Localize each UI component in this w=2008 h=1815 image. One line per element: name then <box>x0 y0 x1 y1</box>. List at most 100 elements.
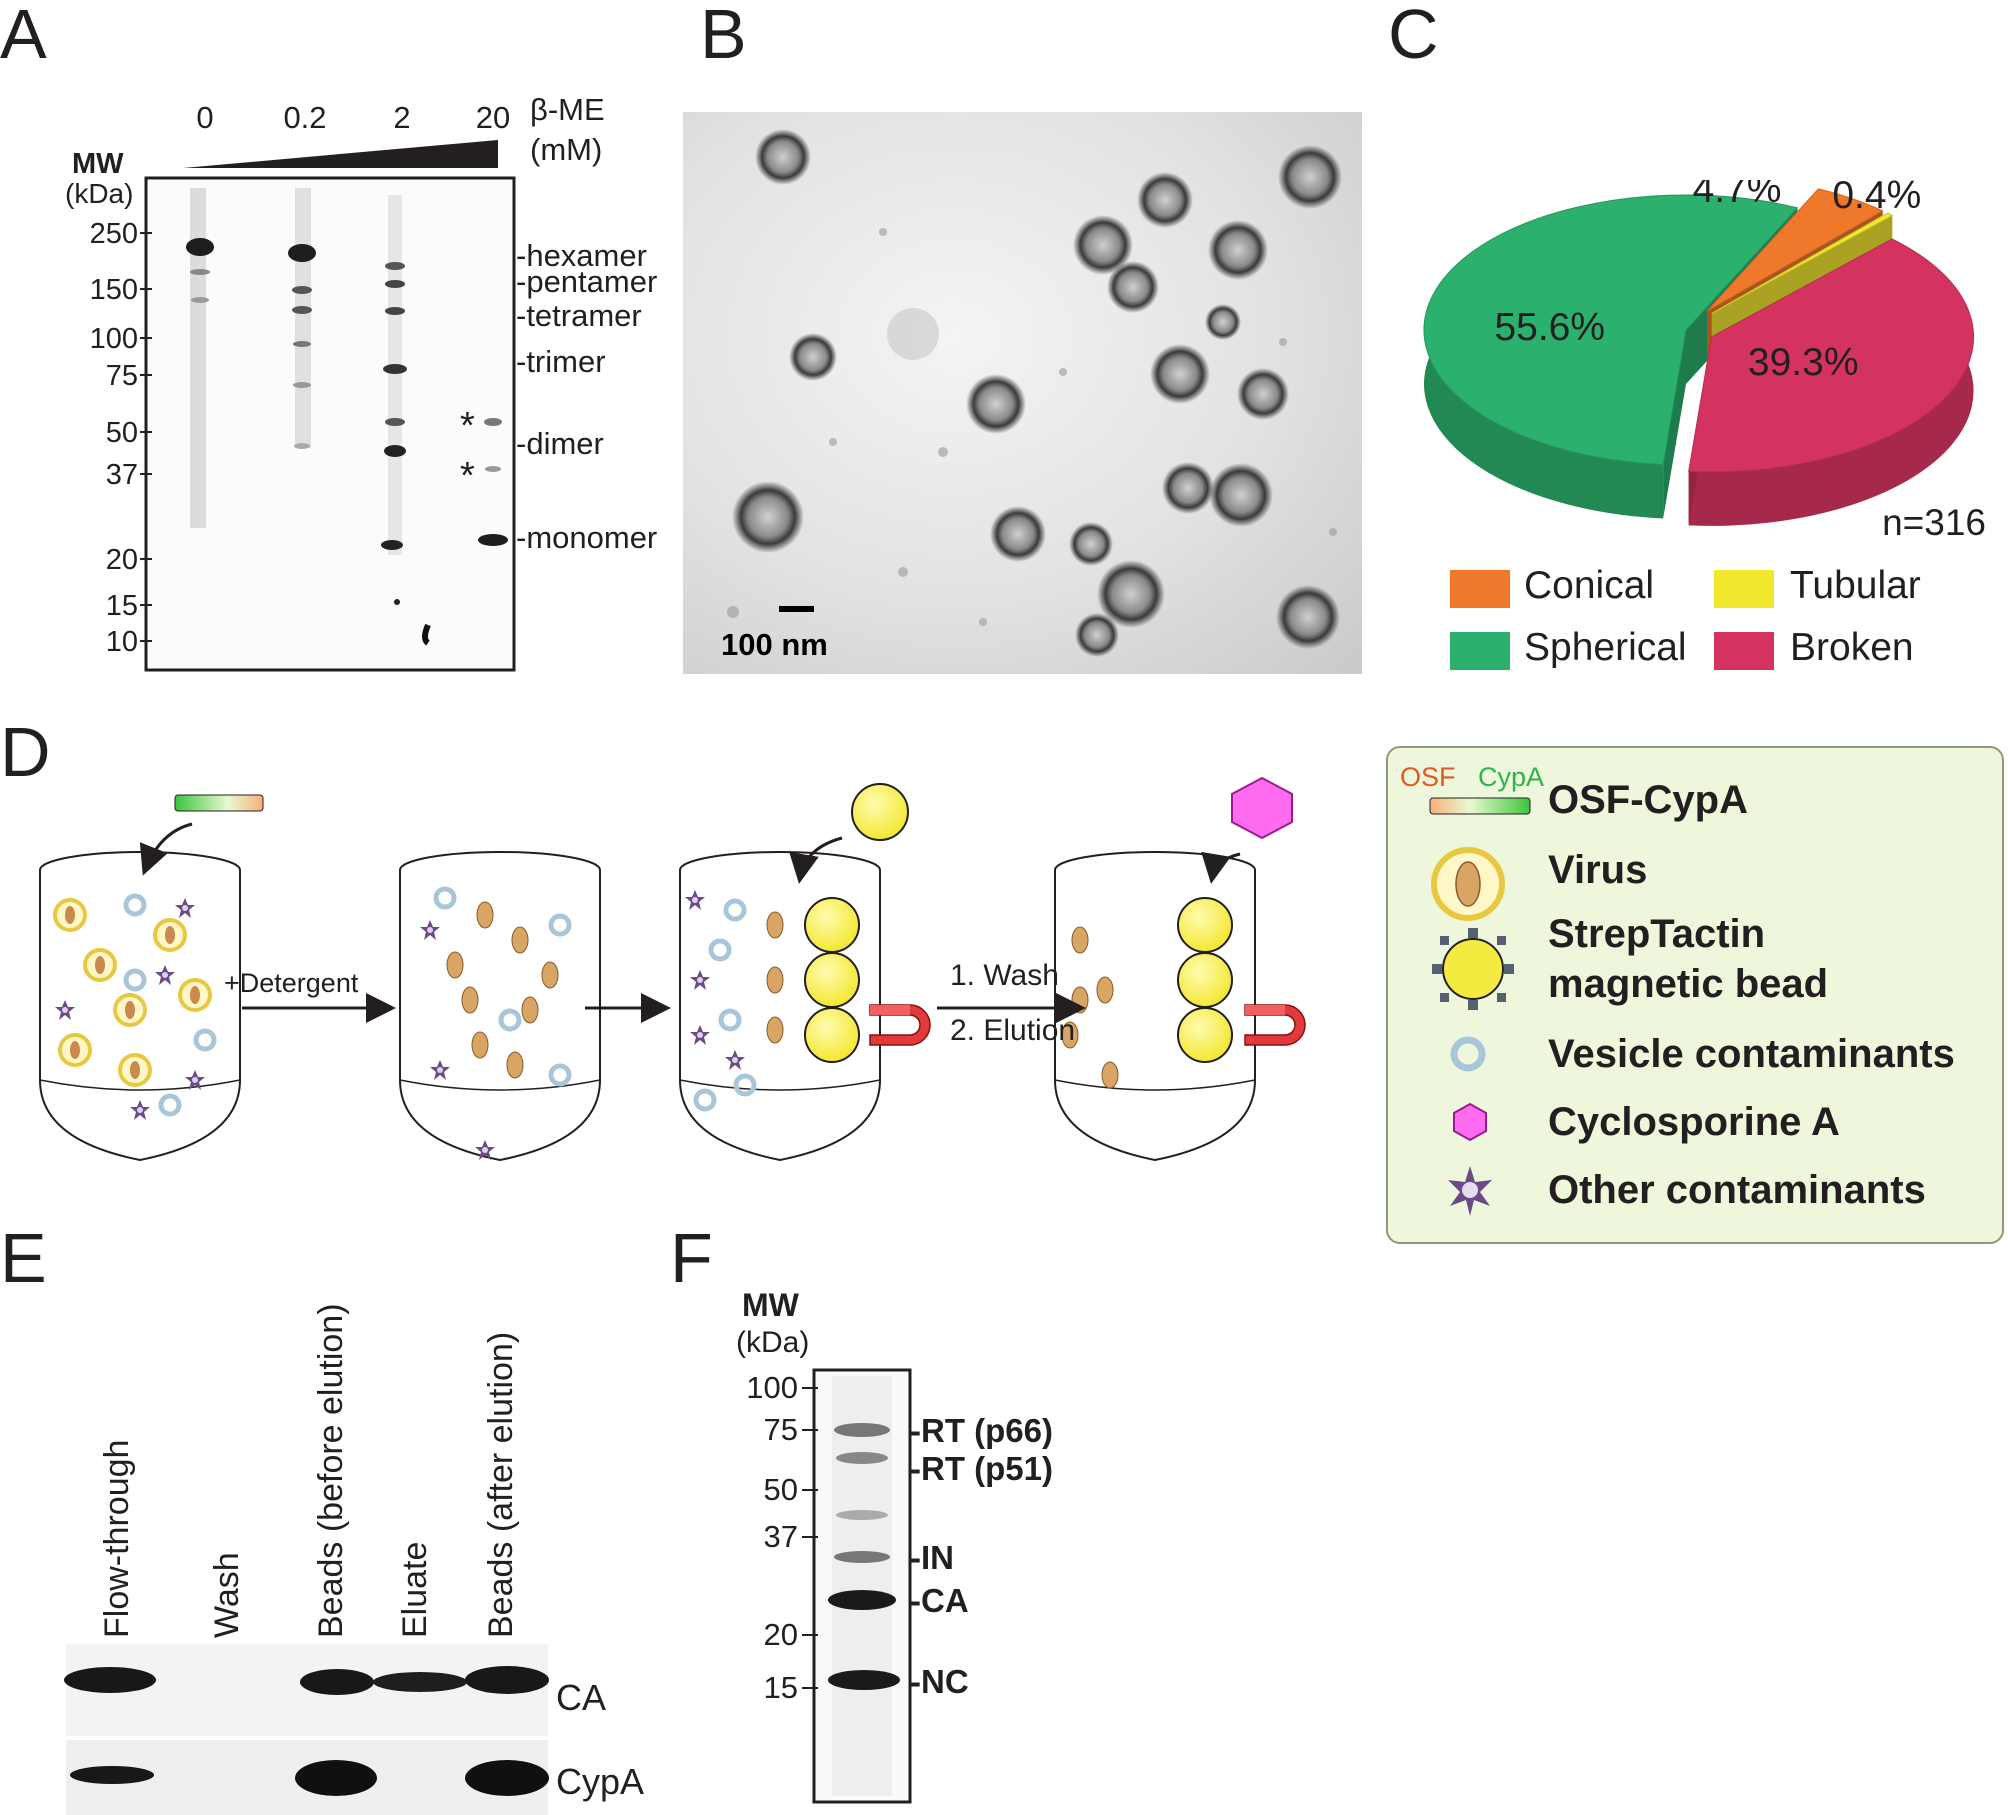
panel-label-d: D <box>0 713 51 791</box>
f-mw-100: 100 <box>746 1370 798 1405</box>
lane-beads-after: Beads (after elution) <box>482 1332 520 1638</box>
panel-a-blot: 0 0.2 2 20 β-ME (mM) MW (kDa) 250 150 10… <box>65 92 657 672</box>
tube-3 <box>679 851 881 1161</box>
schematic-legend: OSF CypA OSF-CypA Virus StrepTactin magn… <box>1386 746 2004 1244</box>
legend-streptactin-1: StrepTactin <box>1548 912 1766 956</box>
legend-swatch-spherical <box>1450 632 1510 670</box>
row-ca: CA <box>556 1677 606 1718</box>
detergent-label: +Detergent <box>224 968 359 998</box>
n-count: n=316 <box>1882 502 1986 543</box>
pie-legend: Conical Tubular Spherical Broken <box>1446 564 2006 686</box>
lane-wash: Wash <box>208 1552 246 1638</box>
f-mw-50: 50 <box>764 1472 798 1507</box>
unit-label: (mM) <box>530 132 602 167</box>
legend-vesicle: Vesicle contaminants <box>1548 1032 1955 1076</box>
mw-label: MW <box>72 148 124 180</box>
legend-label-conical: Conical <box>1524 564 1655 607</box>
f-band-ca: -CA <box>910 1582 969 1619</box>
row-cypa: CypA <box>556 1761 644 1802</box>
conc-2: 2 <box>393 100 410 135</box>
mw-37: 37 <box>106 459 138 491</box>
blot-strip-ca <box>66 1644 548 1736</box>
conc-0: 0 <box>196 100 213 135</box>
legend-tag-icon <box>1429 797 1531 815</box>
lane-eluate: Eluate <box>396 1542 434 1638</box>
pie-label-conical: 4.7% <box>1693 180 1782 211</box>
band-pentamer: -pentamer <box>516 264 657 299</box>
f-bands <box>828 1423 900 1690</box>
panel-f-gel: MW (kDa) 100 75 50 37 20 15 -RT (p66) -R… <box>736 1287 1053 1804</box>
legend-other-icon <box>1448 1166 1492 1216</box>
legend-virus: Virus <box>1548 848 1648 892</box>
legend-bead-icon <box>1432 928 1514 1010</box>
band-trimer: -trimer <box>516 344 606 379</box>
band-monomer: -monomer <box>516 520 657 555</box>
legend-other: Other contaminants <box>1548 1168 1926 1212</box>
legend-swatch-broken <box>1714 632 1774 670</box>
legend-cyclosporine: Cyclosporine A <box>1548 1100 1840 1144</box>
concentration-wedge <box>183 140 498 168</box>
legend-cyclosporine-icon <box>1453 1102 1487 1142</box>
asterisk-dimer: * <box>460 405 475 447</box>
osf-cypa-tag <box>174 794 264 812</box>
reagent-label: β-ME <box>530 92 605 127</box>
pie-slice-conical <box>1706 188 1884 312</box>
elution-label: 2. Elution <box>950 1014 1075 1047</box>
pie-slice-tubular <box>1711 212 1894 314</box>
blot-frame <box>144 176 516 672</box>
mw-50: 50 <box>106 417 138 449</box>
conc-0.2: 0.2 <box>283 100 326 135</box>
purification-schematic: +Detergent 1. Wash 2. Elution <box>39 776 1306 1161</box>
f-mw-75: 75 <box>764 1412 798 1447</box>
kda-label: (kDa) <box>65 178 133 209</box>
legend-label-broken: Broken <box>1790 626 1914 669</box>
pie-label-spherical: 55.6% <box>1494 306 1605 349</box>
panel-label-a: A <box>0 0 47 73</box>
em-micrograph: 100 nm <box>683 112 1362 674</box>
mw-20: 20 <box>106 544 138 576</box>
pie-slice-broken <box>1688 238 1975 473</box>
pie-chart: 55.6% 4.7% 0.4% 39.3% n=316 <box>1423 180 1986 543</box>
f-mw-37: 37 <box>764 1519 798 1554</box>
f-mw-label: MW <box>742 1287 800 1323</box>
mw-15: 15 <box>106 590 138 622</box>
pie-slice-spherical <box>1423 194 1799 466</box>
band-hexamer: -hexamer <box>516 238 647 273</box>
legend-osf-text: OSF <box>1400 762 1456 792</box>
mw-75: 75 <box>106 360 138 392</box>
cyclosporine-add <box>1231 776 1293 840</box>
legend-vesicle-icon <box>1450 1036 1486 1072</box>
tube-4 <box>1054 851 1256 1161</box>
mw-250: 250 <box>90 218 138 250</box>
f-mw-15: 15 <box>764 1670 798 1705</box>
scale-bar-label: 100 nm <box>721 627 828 662</box>
legend-cypa-text: CypA <box>1478 762 1545 792</box>
virus-particles <box>732 129 1342 657</box>
blot-lanes <box>186 188 508 646</box>
legend-osf-cypa: OSF-CypA <box>1548 778 1748 822</box>
band-tetramer: -tetramer <box>516 298 642 333</box>
panel-label-b: B <box>700 0 747 73</box>
legend-swatch-conical <box>1450 570 1510 608</box>
legend-label-tubular: Tubular <box>1790 564 1921 607</box>
legend-streptactin-2: magnetic bead <box>1548 962 1829 1006</box>
cypa-bands <box>70 1760 549 1796</box>
panel-label-c: C <box>1388 0 1439 73</box>
tube-1 <box>39 851 241 1161</box>
tube-2 <box>399 851 601 1161</box>
lane-flow-through: Flow-through <box>98 1440 136 1638</box>
ca-bands <box>64 1666 549 1695</box>
pie-label-tubular: 0.4% <box>1832 180 1921 217</box>
panel-e-blot: Flow-through Wash Beads (before elution)… <box>64 1303 644 1815</box>
wash-label: 1. Wash <box>950 959 1059 992</box>
lane-beads-before: Beads (before elution) <box>312 1303 350 1638</box>
legend-swatch-tubular <box>1714 570 1774 608</box>
pie-side-broken <box>1688 239 1974 526</box>
f-kda-label: (kDa) <box>736 1326 809 1359</box>
f-mw-20: 20 <box>764 1617 798 1652</box>
f-band-nc: -NC <box>910 1663 969 1700</box>
mw-markers: 250 150 100 75 50 37 20 15 10 <box>90 218 138 658</box>
legend-virus-icon <box>1431 847 1505 921</box>
mw-150: 150 <box>90 274 138 306</box>
pie-wall-spherical <box>1663 330 1686 519</box>
